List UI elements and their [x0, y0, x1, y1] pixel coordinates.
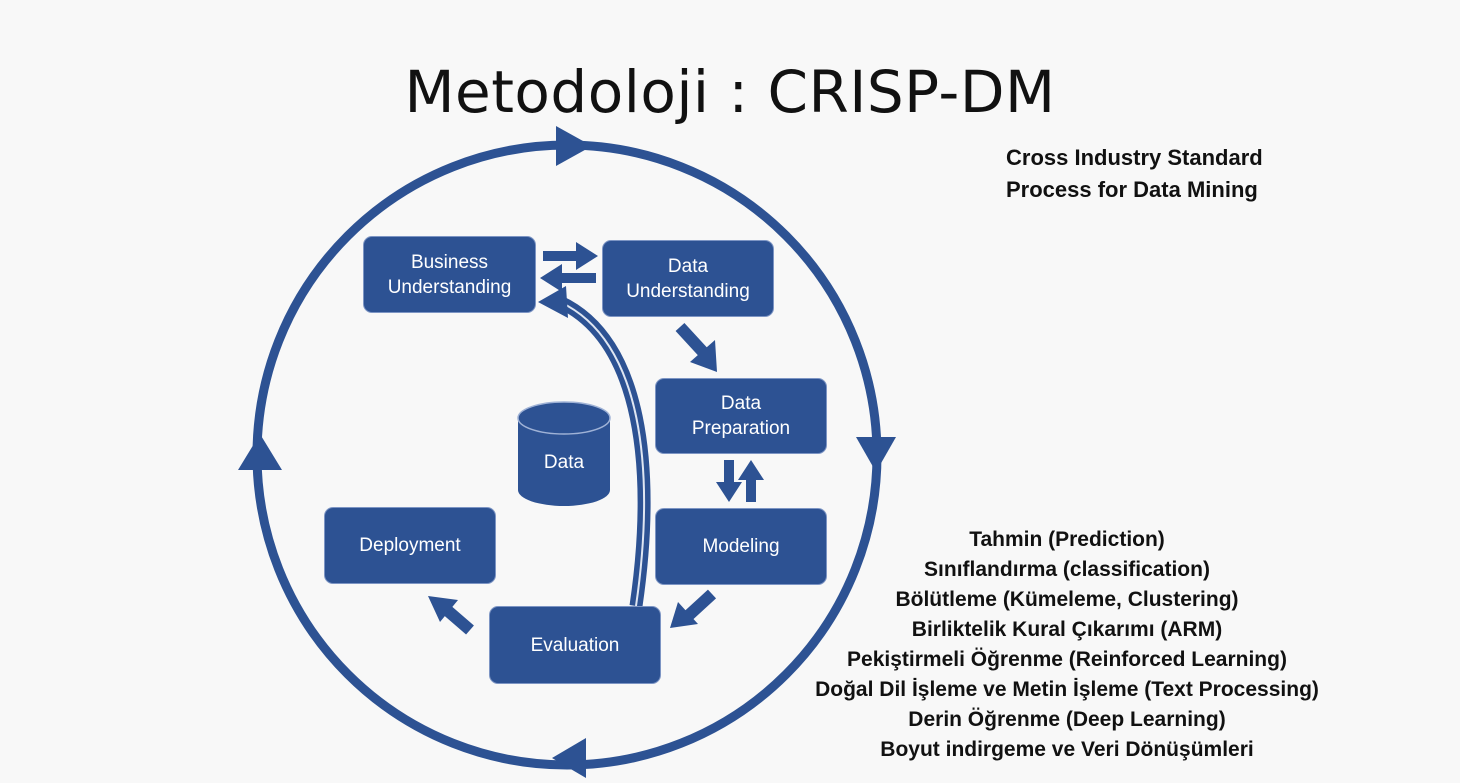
- modeling-label: Modeling: [702, 536, 780, 557]
- subtitle: Cross Industry Standard Process for Data…: [1006, 142, 1263, 206]
- data-cylinder: [517, 401, 611, 506]
- data-understanding-box: Data Understanding: [602, 240, 774, 317]
- data-cylinder-label: Data: [543, 452, 585, 473]
- deployment-box: Deployment: [324, 507, 496, 584]
- deployment-label: Deployment: [359, 535, 461, 556]
- data-understanding-label-1: Data: [667, 255, 709, 277]
- business-understanding-box: Business Understanding: [363, 236, 536, 313]
- business-understanding-label-2: Understanding: [387, 276, 512, 298]
- subtitle-line-1: Cross Industry Standard: [1006, 145, 1263, 170]
- bu-to-du-arrow: [543, 242, 598, 270]
- page-title: Metodoloji : CRISP-DM: [404, 58, 1056, 126]
- task-item: Tahmin (Prediction): [969, 528, 1165, 551]
- task-item: Boyut indirgeme ve Veri Dönüşümleri: [880, 738, 1254, 761]
- evaluation-box: Evaluation: [489, 606, 661, 684]
- task-item: Birliktelik Kural Çıkarımı (ARM): [911, 618, 1223, 641]
- data-preparation-box: Data Preparation: [655, 378, 827, 454]
- task-list: Tahmin (Prediction) Sınıflandırma (class…: [760, 525, 1374, 765]
- cycle-arrow-left: [238, 434, 282, 470]
- modeling-box: Modeling: [655, 508, 827, 585]
- data-preparation-label-2: Preparation: [691, 418, 791, 439]
- modeling-to-evaluation-arrow: [670, 589, 717, 628]
- subtitle-line-2: Process for Data Mining: [1006, 177, 1258, 202]
- feedback-arrowhead: [538, 286, 568, 318]
- cycle-arrow-bottom: [552, 738, 586, 778]
- cycle-arrow-top: [556, 126, 592, 166]
- evaluation-label: Evaluation: [530, 634, 620, 656]
- task-item: Sınıflandırma (classification): [924, 558, 1210, 581]
- business-understanding-label-1: Business: [410, 251, 489, 273]
- dp-to-modeling-arrow: [716, 460, 742, 502]
- modeling-to-dp-arrow: [738, 460, 764, 502]
- data-preparation-label-1: Data: [720, 393, 762, 414]
- task-item: Derin Öğrenme (Deep Learning): [908, 708, 1226, 731]
- evaluation-to-deployment-arrow: [428, 596, 474, 635]
- task-item: Bölütleme (Kümeleme, Clustering): [895, 588, 1239, 611]
- du-to-bu-arrow: [540, 264, 596, 292]
- task-item: Doğal Dil İşleme ve Metin İşleme (Text P…: [815, 678, 1319, 701]
- cycle-arrow-right: [856, 437, 896, 472]
- task-item: Pekiştirmeli Öğrenme (Reinforced Learnin…: [847, 648, 1287, 671]
- du-to-dp-arrow: [675, 322, 717, 372]
- data-understanding-label-2: Understanding: [626, 280, 750, 302]
